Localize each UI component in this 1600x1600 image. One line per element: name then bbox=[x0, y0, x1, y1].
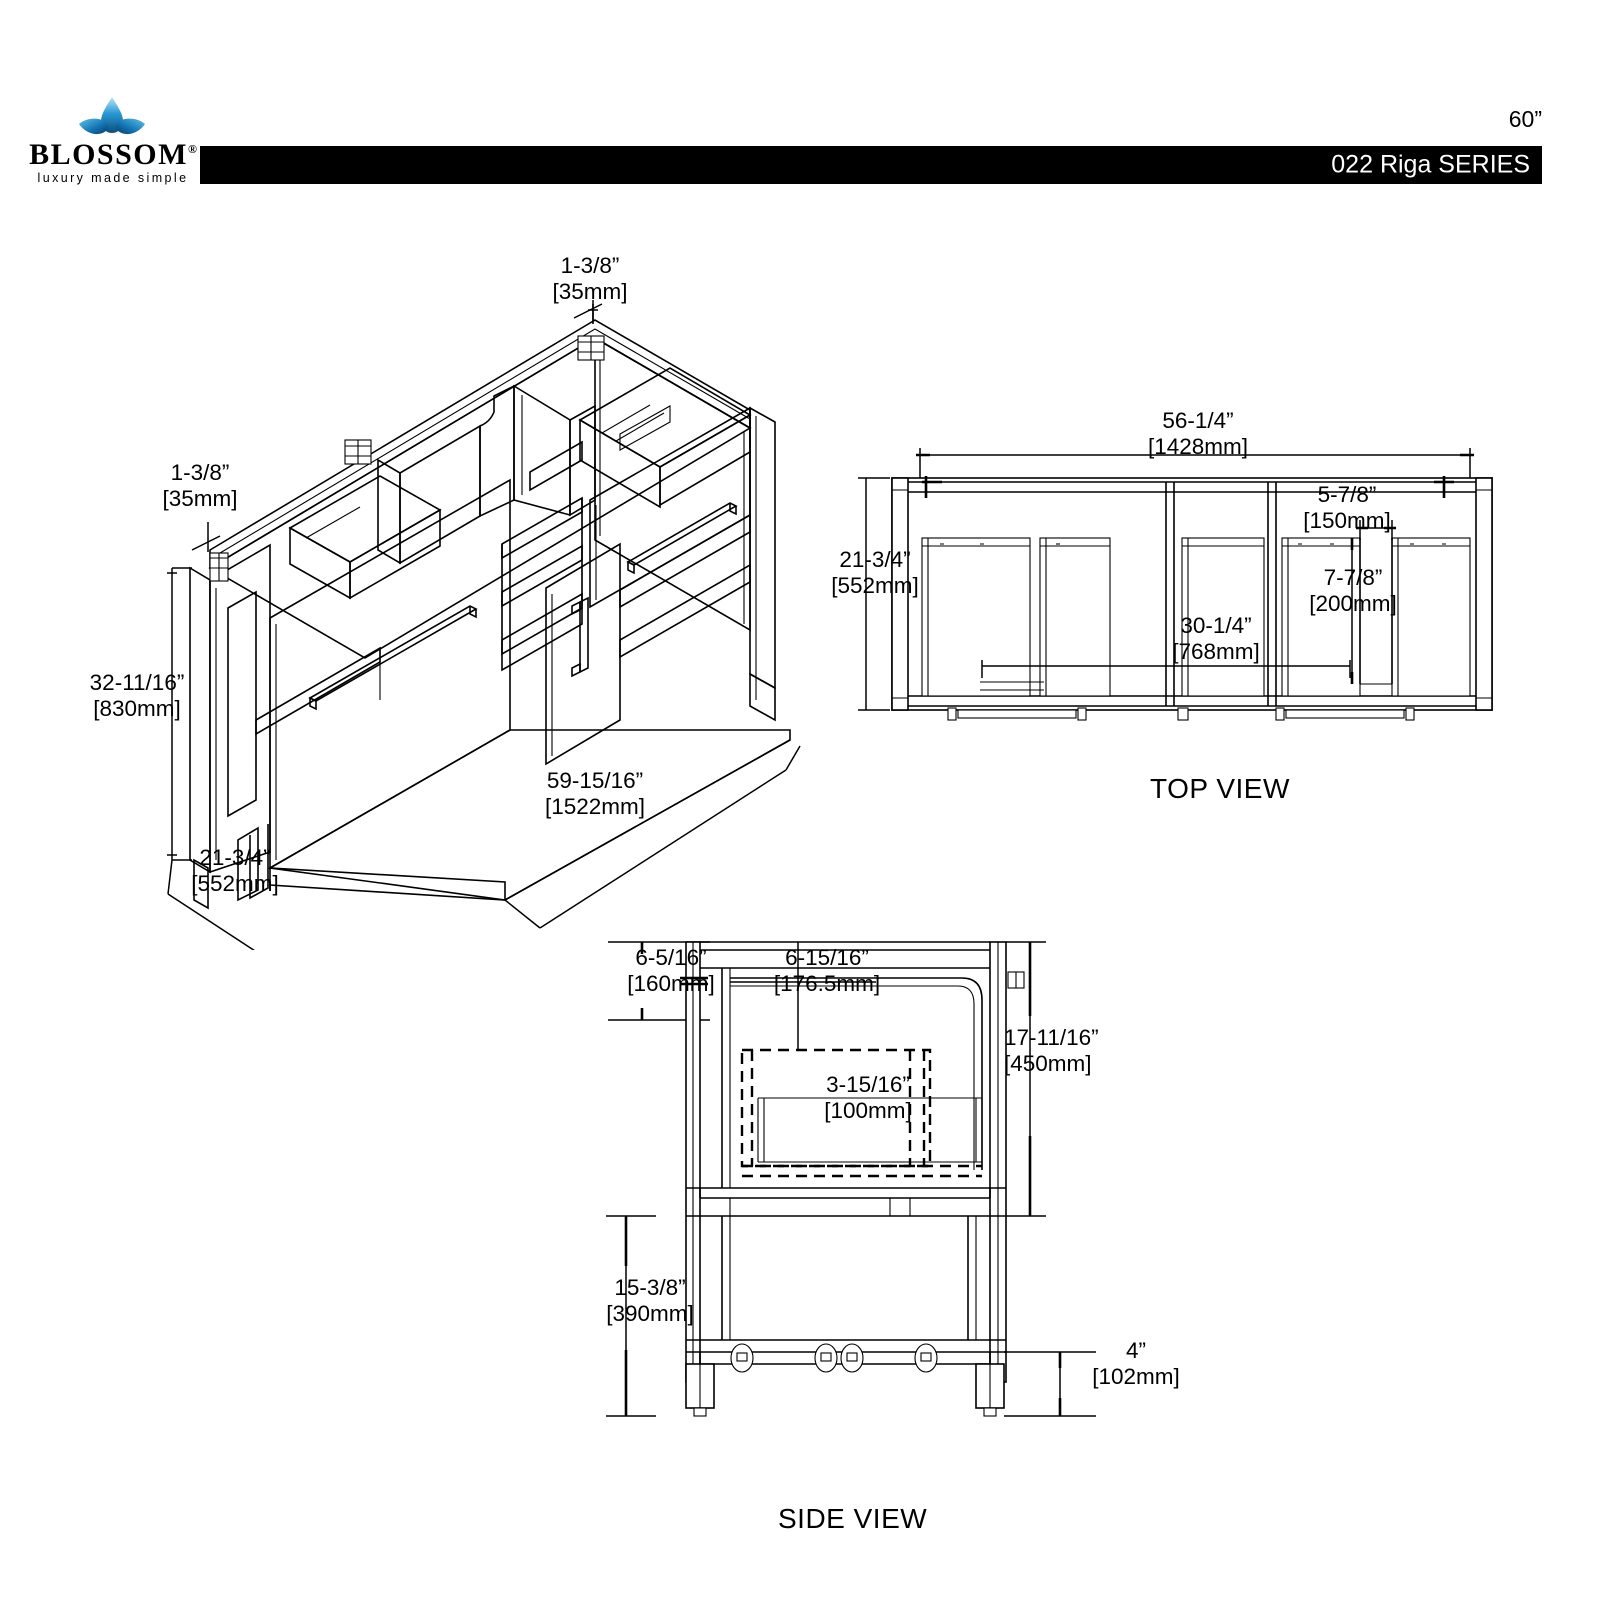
iso-dim-side-thickness: 1-3/8” [35mm] bbox=[140, 460, 260, 513]
side-dim-top-offset: 6-5/16” [160mm] bbox=[596, 945, 746, 998]
side-dim-lower-height-metric: [390mm] bbox=[606, 1301, 694, 1327]
iso-dim-height-imperial: 32-11/16” bbox=[89, 670, 185, 695]
top-dim-width: 56-1/4” [1428mm] bbox=[1098, 408, 1298, 461]
side-dim-base-height-metric: [102mm] bbox=[1092, 1364, 1180, 1390]
side-dim-lower-height: 15-3/8” [390mm] bbox=[570, 1275, 730, 1328]
size-label: 60” bbox=[1508, 106, 1542, 132]
series-title-bar: 022 Riga SERIES bbox=[200, 146, 1542, 184]
iso-dim-top-thickness-metric: [35mm] bbox=[552, 279, 628, 305]
iso-dim-top-thickness-imperial: 1-3/8” bbox=[560, 253, 620, 278]
iso-dim-depth: 21-3/4” [552mm] bbox=[160, 845, 310, 898]
side-dim-top-offset-imperial: 6-5/16” bbox=[635, 945, 707, 970]
side-dim-sink-offset: 6-15/16” [176.5mm] bbox=[742, 945, 912, 998]
side-dim-upper-height-metric: [450mm] bbox=[1004, 1051, 1092, 1077]
brand-name: BLOSSOM® bbox=[28, 140, 198, 170]
iso-dim-top-thickness: 1-3/8” [35mm] bbox=[530, 253, 650, 306]
side-dim-upper-height: 17-11/16” [450mm] bbox=[1004, 1025, 1164, 1078]
series-title-text: 022 Riga SERIES bbox=[1331, 150, 1530, 179]
brand-name-text: BLOSSOM bbox=[29, 138, 188, 171]
blossom-flower-icon bbox=[76, 96, 148, 142]
iso-dim-side-thickness-metric: [35mm] bbox=[162, 486, 238, 512]
side-dim-top-offset-metric: [160mm] bbox=[627, 971, 715, 997]
top-dim-depth-metric: [552mm] bbox=[831, 573, 919, 599]
iso-dim-height: 32-11/16” [830mm] bbox=[62, 670, 212, 723]
side-dim-base-height-imperial: 4” bbox=[1125, 1338, 1146, 1363]
isometric-drawing bbox=[189, 300, 791, 910]
top-dim-cutout-depth-metric: [200mm] bbox=[1309, 591, 1397, 617]
side-dim-drawer-depth-imperial: 3-15/16” bbox=[826, 1072, 910, 1097]
top-dim-width-metric: [1428mm] bbox=[1147, 434, 1249, 460]
brand-logo-block: BLOSSOM® luxury made simple bbox=[28, 96, 198, 188]
top-view-drawing bbox=[858, 448, 1493, 721]
iso-dim-height-metric: [830mm] bbox=[93, 696, 181, 722]
top-dim-cutout-depth-imperial: 7-7/8” bbox=[1323, 565, 1383, 590]
side-view-drawing bbox=[606, 941, 1096, 1417]
side-dim-sink-offset-imperial: 6-15/16” bbox=[785, 945, 869, 970]
brand-tagline: luxury made simple bbox=[37, 171, 189, 185]
top-dim-depth: 21-3/4” [552mm] bbox=[800, 547, 950, 600]
side-dim-sink-offset-metric: [176.5mm] bbox=[773, 971, 881, 997]
top-dim-cutout-width-metric: [150mm] bbox=[1303, 508, 1391, 534]
iso-dim-depth-metric: [552mm] bbox=[191, 871, 279, 897]
top-dim-drawer-width: 30-1/4” [768mm] bbox=[1136, 613, 1296, 666]
side-dim-lower-height-imperial: 15-3/8” bbox=[614, 1275, 686, 1300]
side-dim-base-height: 4” [102mm] bbox=[1066, 1338, 1206, 1391]
side-dim-upper-height-imperial: 17-11/16” bbox=[1004, 1025, 1099, 1050]
iso-dim-depth-imperial: 21-3/4” bbox=[199, 845, 271, 870]
top-dim-cutout-depth: 7-7/8” [200mm] bbox=[1278, 565, 1428, 618]
iso-dim-width-metric: [1522mm] bbox=[544, 794, 646, 820]
iso-dim-width: 59-15/16” [1522mm] bbox=[500, 768, 690, 821]
top-dim-depth-imperial: 21-3/4” bbox=[839, 547, 911, 572]
top-dim-drawer-width-imperial: 30-1/4” bbox=[1180, 613, 1252, 638]
top-dim-cutout-width: 5-7/8” [150mm] bbox=[1272, 482, 1422, 535]
top-view-label: TOP VIEW bbox=[1150, 773, 1290, 804]
side-dim-drawer-depth-metric: [100mm] bbox=[824, 1098, 912, 1124]
top-dim-cutout-width-imperial: 5-7/8” bbox=[1317, 482, 1377, 507]
side-dim-drawer-depth: 3-15/16” [100mm] bbox=[788, 1072, 948, 1125]
top-dim-drawer-width-metric: [768mm] bbox=[1172, 639, 1260, 665]
isometric-dimension-lines bbox=[167, 567, 801, 950]
iso-dim-width-imperial: 59-15/16” bbox=[546, 768, 644, 793]
top-dim-width-imperial: 56-1/4” bbox=[1162, 408, 1234, 433]
registered-mark: ® bbox=[187, 142, 197, 156]
iso-dim-side-thickness-imperial: 1-3/8” bbox=[170, 460, 230, 485]
side-view-label: SIDE VIEW bbox=[778, 1503, 928, 1534]
